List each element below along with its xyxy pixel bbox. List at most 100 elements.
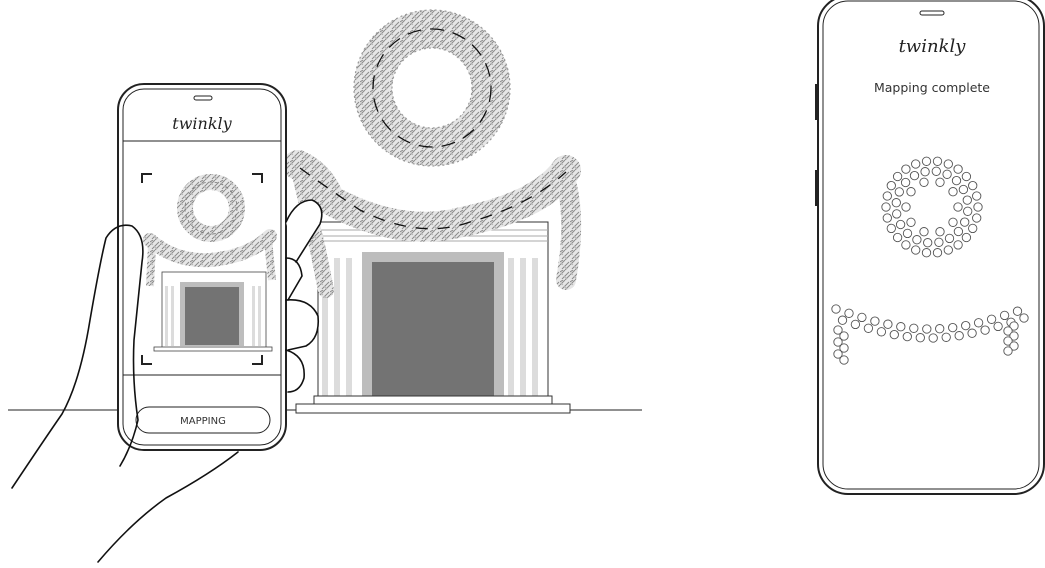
light-dot (948, 187, 958, 197)
light-dot (891, 198, 901, 208)
light-dot (833, 325, 843, 335)
light-dot (894, 187, 904, 197)
mapping-button-label: MAPPING (180, 416, 226, 427)
light-dot (886, 180, 896, 191)
light-dot (850, 319, 861, 330)
mapping-status-text: Mapping complete (874, 80, 990, 95)
light-dot (958, 184, 969, 195)
right-pillar (508, 258, 538, 396)
light-dot (863, 323, 874, 333)
light-dot (909, 323, 919, 333)
mapping-button[interactable]: MAPPING (135, 406, 271, 434)
mapped-garland-lights (831, 304, 1029, 365)
light-dot (911, 159, 921, 169)
mapped-wreath-lights (881, 156, 983, 258)
light-dot (901, 202, 911, 212)
twinkly-logo: twinkly (172, 114, 232, 133)
light-dot (831, 304, 841, 314)
light-dot (932, 156, 943, 166)
light-dot (912, 235, 922, 245)
camera-frame-corners-icon (141, 173, 263, 365)
light-dot (896, 322, 906, 332)
light-dot (922, 324, 932, 334)
light-dot (920, 167, 930, 177)
light-dot (882, 213, 892, 223)
light-dot (999, 310, 1010, 321)
light-dot (870, 316, 880, 326)
light-dot (839, 343, 849, 353)
light-dot (909, 170, 920, 181)
light-dot (928, 333, 938, 343)
light-dot (993, 321, 1003, 332)
right-phone: twinkly Mapping complete (815, 0, 1045, 495)
light-dot (906, 217, 916, 227)
light-dot (902, 228, 913, 239)
light-dot (1009, 331, 1019, 341)
light-dot (900, 177, 911, 188)
light-dot (921, 156, 932, 166)
light-dot (961, 320, 971, 331)
light-dot (902, 331, 912, 342)
light-dot (934, 237, 944, 247)
left-pillar (322, 258, 352, 396)
light-dot (943, 245, 953, 255)
light-dot (881, 202, 891, 212)
light-dot (833, 337, 843, 347)
light-dot (882, 191, 892, 201)
light-dot (961, 232, 972, 243)
light-dot (948, 322, 958, 333)
light-dot (953, 240, 963, 250)
speaker-slot-icon (919, 10, 945, 16)
light-dot (839, 355, 849, 365)
light-dot (892, 232, 903, 243)
fireplace-opening (372, 262, 494, 398)
light-dot (935, 177, 945, 187)
light-dot (968, 223, 978, 234)
light-dot (892, 171, 903, 182)
light-dot (1003, 326, 1013, 336)
light-dot (1009, 341, 1019, 351)
light-dot (919, 227, 929, 237)
light-dot (935, 227, 945, 237)
light-dot (951, 175, 962, 186)
light-dot (906, 187, 916, 197)
light-dot (1009, 321, 1019, 331)
left-phone: MAPPING twinkly (117, 83, 287, 451)
light-dot (953, 202, 963, 212)
light-dot (968, 180, 978, 191)
light-dot (923, 238, 933, 248)
hand (11, 199, 323, 563)
light-dot (839, 331, 849, 341)
light-dot (1012, 306, 1023, 316)
light-dot (1003, 346, 1013, 356)
light-dot (962, 195, 972, 205)
wreath-light-string (372, 28, 492, 148)
light-dot (953, 226, 964, 237)
light-dot (967, 328, 977, 338)
light-dot (915, 333, 925, 343)
light-dot (857, 312, 867, 323)
light-dot (963, 206, 973, 216)
light-dot (833, 349, 843, 359)
light-dot (960, 217, 970, 227)
light-dot (943, 159, 953, 169)
light-dot (948, 217, 958, 227)
light-dot (901, 164, 911, 174)
hearth (295, 403, 571, 414)
light-dot (953, 164, 963, 174)
light-dot (1019, 313, 1029, 323)
light-dot (973, 202, 983, 212)
light-dot (941, 332, 951, 342)
light-dot (892, 209, 902, 219)
light-dot (973, 318, 984, 328)
light-dot (1003, 336, 1013, 346)
light-dot (935, 324, 945, 334)
light-dot (972, 213, 982, 223)
light-dot (889, 329, 899, 340)
light-dot (876, 327, 887, 337)
light-dot (972, 191, 982, 201)
light-dot (901, 240, 911, 250)
light-dot (895, 219, 906, 230)
light-dot (954, 331, 964, 341)
light-dot (837, 315, 848, 325)
